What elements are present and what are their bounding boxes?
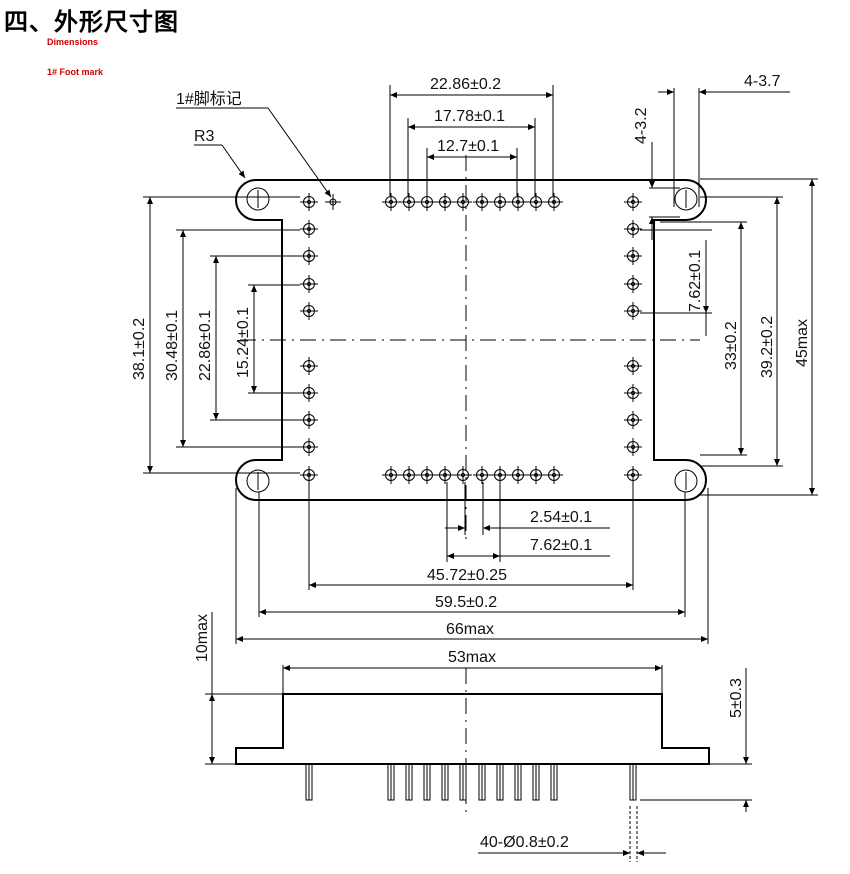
pin: [300, 275, 318, 293]
dim-2-54: 2.54±0.1: [530, 509, 592, 526]
dim-17-78-top: 17.78±0.1: [434, 108, 505, 125]
dim-5: 5±0.3: [728, 678, 745, 718]
pin: [624, 438, 642, 456]
pin: [545, 466, 563, 484]
dim-15-24: 15.24±0.1: [235, 307, 252, 378]
dim-22-86-left: 22.86±0.1: [197, 310, 214, 381]
pin: [300, 302, 318, 320]
dim-53max: 53max: [448, 649, 496, 666]
pin: [454, 466, 472, 484]
pin: [436, 193, 454, 211]
dim-30-48: 30.48±0.1: [164, 310, 181, 381]
pin: [545, 193, 563, 211]
dimensions-subtitle: Dimensions: [47, 37, 99, 47]
pin: [436, 466, 454, 484]
radius-label: R3: [194, 128, 215, 145]
pin: [300, 357, 318, 375]
dim-pin-diameter: 40-Ø0.8±0.2: [480, 834, 569, 851]
pin: [491, 193, 509, 211]
dim-33: 33±0.2: [723, 321, 740, 370]
dim-45-72: 45.72±0.25: [427, 567, 507, 584]
pin: [527, 193, 545, 211]
pin: [491, 466, 509, 484]
top-dimensions: 22.86±0.2 17.78±0.1 12.7±0.1 4-3.7 4-3.2: [389, 73, 790, 240]
dim-4-3-7: 4-3.7: [744, 73, 781, 90]
pin: [624, 275, 642, 293]
right-dimensions: 7.62±0.1 33±0.2 39.2±0.2 45max: [640, 178, 818, 496]
pin1-mark: 1#脚标记: [176, 90, 341, 210]
pin: [300, 466, 318, 484]
mounting-holes: [246, 187, 698, 493]
pin: [400, 466, 418, 484]
pin1-label: 1#脚标记: [176, 90, 242, 108]
pin: [300, 193, 318, 211]
pin: [624, 247, 642, 265]
bottom-dimensions: 2.54±0.1 7.62±0.1 45.72±0.25 59.5±0.2 66…: [235, 482, 709, 644]
pin: [509, 193, 527, 211]
pin: [473, 466, 491, 484]
pin: [418, 466, 436, 484]
dim-38-1: 38.1±0.2: [131, 318, 148, 380]
radius-callout: R3: [194, 128, 246, 179]
pin-array: [300, 193, 642, 484]
center-lines: [240, 155, 700, 540]
dim-66max: 66max: [446, 621, 494, 638]
dim-39-2: 39.2±0.2: [759, 316, 776, 378]
dim-7-62-right: 7.62±0.1: [687, 250, 704, 312]
dim-22-86-top: 22.86±0.2: [430, 76, 501, 93]
pin: [382, 466, 400, 484]
pin: [300, 384, 318, 402]
foot-mark-subtitle: 1# Foot mark: [47, 67, 104, 77]
pin: [400, 193, 418, 211]
dim-7-62-bottom: 7.62±0.1: [530, 537, 592, 554]
dim-10max: 10max: [194, 614, 211, 662]
pin: [454, 193, 472, 211]
side-pins: [305, 763, 637, 801]
pin: [300, 438, 318, 456]
side-view: 53max 10max 5±0.3 40-Ø0.8±0.2: [194, 612, 752, 862]
pin: [300, 411, 318, 429]
pin: [624, 302, 642, 320]
pin: [624, 384, 642, 402]
pin: [624, 466, 642, 484]
page-title: 四、外形尺寸图: [4, 7, 179, 36]
pin: [382, 193, 400, 211]
side-view-body: [235, 693, 710, 765]
pin: [473, 193, 491, 211]
dim-59-5: 59.5±0.2: [435, 594, 497, 611]
dim-4-3-2: 4-3.2: [633, 107, 650, 144]
dim-12-7-top: 12.7±0.1: [437, 138, 499, 155]
pin: [509, 466, 527, 484]
pin: [624, 193, 642, 211]
dim-45max: 45max: [794, 319, 811, 367]
pin: [624, 411, 642, 429]
left-dimensions: 38.1±0.2 30.48±0.1 22.86±0.1 15.24±0.1: [131, 196, 300, 474]
top-view-outline: [235, 179, 707, 501]
pin: [624, 220, 642, 238]
pin: [527, 466, 545, 484]
pin: [624, 357, 642, 375]
pin: [300, 247, 318, 265]
pin: [300, 220, 318, 238]
